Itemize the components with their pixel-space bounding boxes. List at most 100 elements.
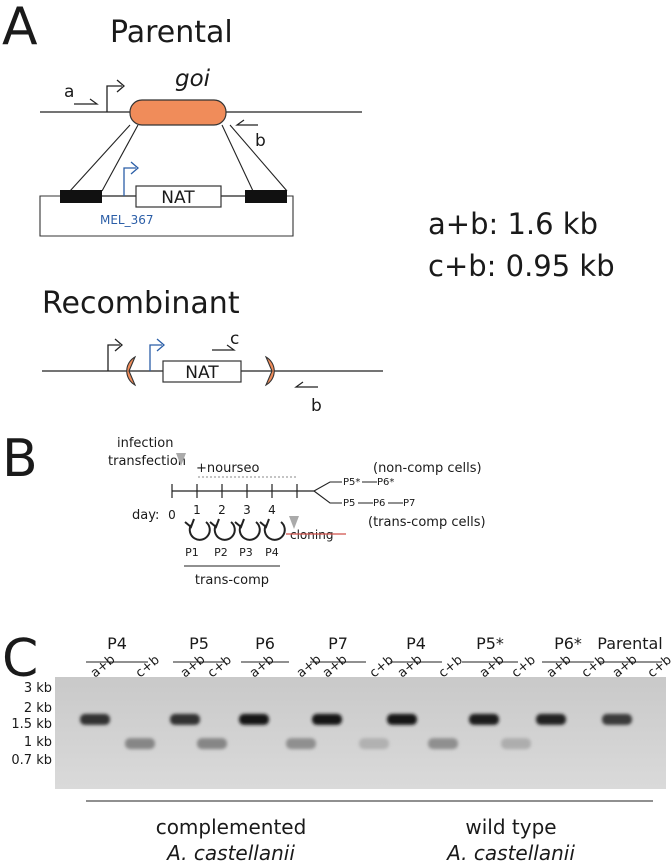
transcomp-label: (trans-comp cells): [368, 515, 486, 530]
passage-loop-arrowhead: [184, 518, 195, 529]
lane-label: c+b: [645, 653, 672, 681]
passage-label: P2: [214, 546, 228, 559]
transcomp-p7: P7: [403, 498, 415, 509]
noncomp-p5: P5*: [343, 477, 360, 488]
gel-band: [428, 738, 458, 750]
timeline-ticks: [171, 484, 298, 498]
day-tick-label: 2: [218, 503, 226, 517]
ladder-label: 3 kb: [24, 681, 52, 696]
wildtype-label: wild type: [465, 815, 556, 839]
panel-a: A Parental goi a b NAT MEL_367 a+: [2, 0, 615, 416]
group-header: P6*: [554, 634, 582, 653]
transcomp-p5: P5: [343, 498, 355, 509]
passage-loops: [184, 518, 286, 541]
branch-noncomp: [313, 481, 342, 492]
lane-label: a+b: [178, 652, 208, 681]
gel-band: [80, 713, 110, 725]
primer-a-label: a: [64, 82, 74, 102]
infection-label: infection: [117, 436, 173, 451]
gel-band: [286, 738, 316, 750]
lane-label: a+b: [395, 652, 425, 681]
homology-arm-right: [245, 190, 287, 203]
group-header: P4: [107, 634, 127, 653]
transfection-label: transfection: [108, 454, 186, 469]
gene-fragment-left: [126, 355, 137, 387]
lane-label: c+b: [509, 653, 539, 681]
trans-comp-label: trans-comp: [195, 573, 269, 588]
passage-loop-arrowhead: [234, 518, 245, 529]
nat-label-recomb: NAT: [185, 363, 219, 383]
transcomp-p6: P6: [373, 498, 385, 509]
lane-label: a+b: [320, 652, 350, 681]
gel-band: [387, 713, 417, 725]
gel-band: [239, 713, 269, 725]
noncomp-label: (non-comp cells): [373, 461, 482, 476]
native-promoter-arrow: [106, 85, 122, 112]
plasmid-backbone: [39, 195, 294, 237]
gel-band: [536, 713, 566, 725]
lane-label: a+b: [610, 652, 640, 681]
passage-loop: [263, 521, 286, 541]
gel-band: [170, 713, 200, 725]
crossover-line: [229, 124, 288, 192]
ladder-label: 2 kb: [24, 701, 52, 716]
panel-a-letter: A: [2, 0, 38, 57]
primer-b-arrow-recomb: [294, 381, 318, 388]
species-label-2: A. castellanii: [445, 841, 575, 865]
passage-loop: [213, 521, 236, 541]
group-header: Parental: [597, 634, 662, 653]
branch-transcomp: [313, 490, 342, 504]
primer-c-label: c: [230, 329, 239, 349]
group-header: P4: [406, 634, 426, 653]
group-header: P5*: [476, 634, 504, 653]
gel-bands: [80, 713, 632, 750]
cloning-arrow: [289, 516, 299, 529]
group-header: P6: [255, 634, 275, 653]
infection-arrow: [176, 453, 186, 466]
lane-label: a+b: [247, 652, 277, 681]
native-promoter-arrowhead: [116, 79, 125, 93]
cloning-label: cloning: [290, 528, 333, 542]
day-tick-label: 0: [168, 508, 176, 522]
primer-c-arrow: [212, 344, 236, 351]
mel367-label: MEL_367: [100, 213, 154, 227]
complemented-label: complemented: [156, 815, 307, 839]
mel367-promoter-arrow-recomb: [149, 344, 162, 371]
ladder-labels: 3 kb 2 kb1.5 kb 1 kb 0.7 kb: [11, 681, 52, 768]
native-promoter-arrowhead-recomb: [114, 338, 123, 352]
lane-label: c+b: [436, 653, 466, 681]
mel367-promoter-arrowhead: [130, 161, 139, 175]
gel-band: [312, 713, 342, 725]
ladder-label: 0.7 kb: [11, 753, 52, 768]
ladder-label: 1.5 kb: [11, 717, 52, 732]
panel-b-letter: B: [2, 429, 38, 489]
ladder-label: 1 kb: [24, 735, 52, 750]
nourseo-label: +nourseo: [196, 461, 259, 476]
group-header: P5: [189, 634, 209, 653]
day-tick-label: 3: [243, 503, 251, 517]
day-tick-label: 1: [193, 503, 201, 517]
parental-title: Parental: [110, 15, 233, 50]
day-tick-label: 4: [268, 503, 276, 517]
gel-band: [197, 738, 227, 750]
lane-label: c+b: [367, 653, 397, 681]
gel-band: [125, 738, 155, 750]
passage-label: P4: [265, 546, 279, 559]
passage-loop: [238, 521, 261, 541]
lane-label: c+b: [205, 653, 235, 681]
day-label: day:: [132, 508, 159, 523]
species-label-1: A. castellanii: [165, 841, 295, 865]
nat-cassette-recomb: [162, 360, 242, 383]
goi-gene: [129, 99, 227, 126]
passage-label: P1: [185, 546, 199, 559]
gel-band: [469, 713, 499, 725]
nat-label: NAT: [161, 188, 195, 208]
passage-label: P3: [239, 546, 253, 559]
noncomp-p6: P6*: [377, 477, 394, 488]
gene-fragment-right: [264, 355, 275, 387]
mel367-promoter-arrow: [123, 167, 136, 196]
